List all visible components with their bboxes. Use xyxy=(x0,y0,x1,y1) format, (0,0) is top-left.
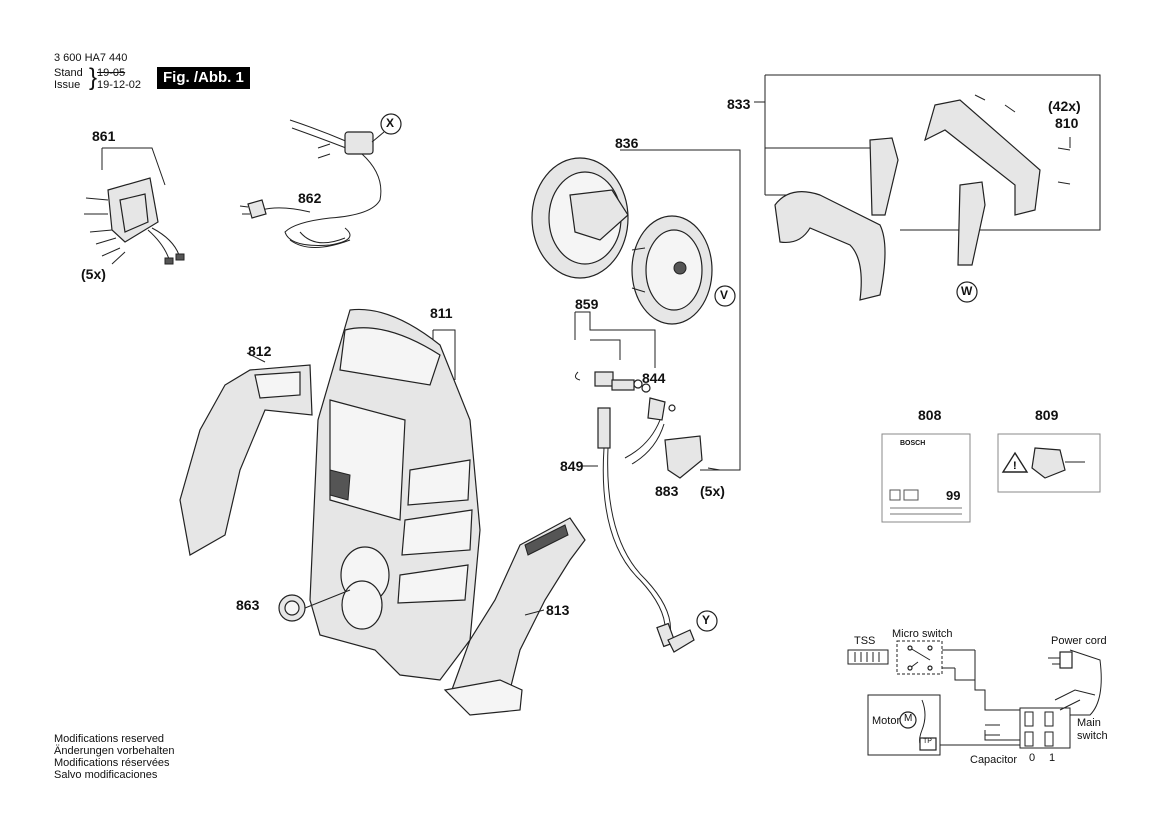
wiring-label-micro-switch: Micro switch xyxy=(892,628,953,640)
wiring-label-main: Main xyxy=(1077,717,1101,729)
wiring-label-tp: TP xyxy=(923,738,932,745)
wiring-label-pos-1: 1 xyxy=(1049,752,1056,764)
wiring-diagram xyxy=(847,640,1102,756)
part-833-drawing xyxy=(764,74,1101,301)
part-812-drawing xyxy=(179,364,313,556)
wiring-label-motor: Motor xyxy=(872,715,901,727)
callout-y: Y xyxy=(702,613,711,627)
callout-x-circle xyxy=(380,113,402,135)
callout-v: V xyxy=(720,288,729,302)
fittings-drawing xyxy=(574,311,721,653)
callout-w: W xyxy=(961,284,973,298)
label-808-box xyxy=(881,433,971,523)
callout-w-circle xyxy=(956,281,978,303)
modifications-notice: Modifications reserved Änderungen vorbeh… xyxy=(54,733,174,781)
part-label-859: 859 xyxy=(575,296,599,312)
part-label-813: 813 xyxy=(546,602,570,618)
brace-icon: } xyxy=(89,64,98,91)
issue-label: Issue xyxy=(54,79,81,91)
part-label-861: 861 xyxy=(92,128,116,144)
callout-v-circle xyxy=(714,285,736,307)
part-863-drawing xyxy=(278,589,351,622)
part-861-drawing xyxy=(84,147,185,265)
modifications-line-de: Änderungen vorbehalten xyxy=(54,745,175,757)
stand-label: Stand xyxy=(54,67,83,79)
callout-x: X xyxy=(386,116,395,130)
part-label-809: 809 xyxy=(1035,407,1059,423)
stand-date: 19-05 xyxy=(97,67,126,79)
wiring-label-switch: switch xyxy=(1077,730,1108,742)
part-label-833: 833 xyxy=(727,96,751,112)
part-label-844: 844 xyxy=(642,370,666,386)
modifications-line-en: Modifications reserved xyxy=(54,733,165,745)
modifications-line-es: Salvo modificaciones xyxy=(54,769,158,781)
warning-icon xyxy=(1001,451,1029,473)
wiring-label-power-cord: Power cord xyxy=(1051,635,1107,647)
part-label-863: 863 xyxy=(236,597,260,613)
part-label-812: 812 xyxy=(248,343,272,359)
part-label-862: 862 xyxy=(298,190,322,206)
part-811-drawing xyxy=(309,308,481,681)
part-label-836: 836 xyxy=(615,135,639,151)
wiring-label-capacitor: Capacitor xyxy=(970,754,1018,766)
part-label-849: 849 xyxy=(560,458,584,474)
quantity-42x: (42x) xyxy=(1048,98,1081,114)
part-813-drawing xyxy=(443,517,586,716)
wiring-label-pos-0: 0 xyxy=(1029,752,1036,764)
document-number: 3 600 HA7 440 xyxy=(54,52,128,64)
label-808-number: 99 xyxy=(946,488,961,503)
label-808-brand: BOSCH xyxy=(900,440,926,447)
modifications-line-fr: Modifications réservées xyxy=(54,757,170,769)
quantity-5x-fittings: (5x) xyxy=(700,483,725,499)
figure-label: Fig. /Abb. 1 xyxy=(157,67,250,89)
part-836-drawing xyxy=(531,149,741,471)
callout-y-circle xyxy=(696,610,718,632)
part-label-811: 811 xyxy=(430,305,453,321)
part-label-810: 810 xyxy=(1055,115,1079,131)
part-label-883: 883 xyxy=(655,483,679,499)
wiring-motor-symbol: M xyxy=(904,713,913,724)
part-label-808: 808 xyxy=(918,407,942,423)
wiring-label-tss: TSS xyxy=(854,635,876,647)
part-862-drawing xyxy=(239,119,385,248)
svg-text:!: ! xyxy=(1013,460,1017,472)
quantity-5x-motor: (5x) xyxy=(81,266,106,282)
issue-date: 19-12-02 xyxy=(97,79,142,91)
